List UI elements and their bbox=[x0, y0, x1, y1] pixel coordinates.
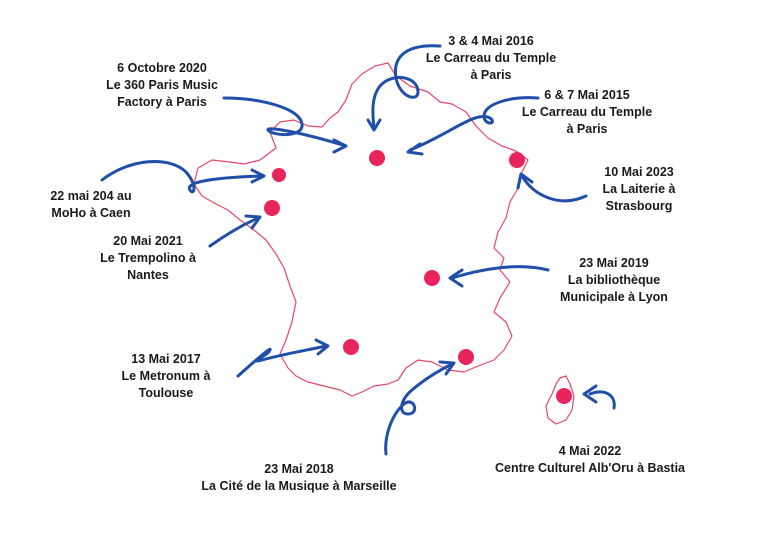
arrow-nantes bbox=[208, 216, 260, 248]
label-paris-2016: 3 & 4 Mai 2016 Le Carreau du Temple à Pa… bbox=[416, 33, 566, 84]
label-line: 20 Mai 2021 bbox=[113, 234, 183, 248]
label-line: 6 Octobre 2020 bbox=[117, 61, 207, 75]
arrowhead-strasbourg bbox=[516, 172, 534, 190]
arrowhead-paris-2016 bbox=[366, 118, 382, 132]
marker-caen[interactable] bbox=[272, 168, 286, 182]
label-line: Le Trempolino à bbox=[100, 251, 196, 265]
arrow-toulouse bbox=[236, 344, 328, 378]
arrowhead-nantes bbox=[244, 214, 262, 230]
label-line: Centre Culturel Alb'Oru à Bastia bbox=[494, 461, 686, 475]
label-caen: 22 mai 204 au MoHo à Caen bbox=[36, 188, 146, 222]
label-line: 3 & 4 Mai 2016 bbox=[448, 34, 534, 48]
label-line: Toulouse bbox=[138, 386, 194, 400]
marker-strasbourg[interactable] bbox=[509, 152, 525, 168]
arrowhead-bastia bbox=[582, 384, 598, 404]
label-line: Municipale à Lyon bbox=[560, 290, 668, 304]
marker-marseille[interactable] bbox=[458, 349, 474, 365]
marker-lyon[interactable] bbox=[424, 270, 440, 286]
marker-nantes[interactable] bbox=[264, 200, 280, 216]
label-line: La Laiterie à bbox=[602, 182, 676, 196]
label-line: Nantes bbox=[127, 268, 169, 282]
label-line: 23 Mai 2019 bbox=[579, 256, 649, 270]
arrowhead-marseille bbox=[438, 360, 456, 376]
label-nantes: 20 Mai 2021 Le Trempolino à Nantes bbox=[92, 233, 204, 284]
label-paris-2015: 6 & 7 Mai 2015 Le Carreau du Temple à Pa… bbox=[512, 87, 662, 138]
label-line: Le 360 Paris Music bbox=[106, 78, 218, 92]
arrow-caen bbox=[100, 160, 264, 194]
label-line: à Paris bbox=[470, 68, 512, 82]
arrowhead-paris-2020 bbox=[332, 138, 348, 154]
label-line: Le Carreau du Temple bbox=[425, 51, 557, 65]
label-paris-2020: 6 Octobre 2020 Le 360 Paris Music Factor… bbox=[100, 60, 224, 111]
label-line: La bibliothèque bbox=[567, 273, 661, 287]
arrow-strasbourg bbox=[520, 174, 588, 203]
marker-toulouse[interactable] bbox=[343, 339, 359, 355]
label-line: à Paris bbox=[566, 122, 608, 136]
label-line: Le Carreau du Temple bbox=[521, 105, 653, 119]
label-line: Strasbourg bbox=[605, 199, 673, 213]
label-toulouse: 13 Mai 2017 Le Metronum à Toulouse bbox=[110, 351, 222, 402]
label-line: 6 & 7 Mai 2015 bbox=[544, 88, 630, 102]
label-marseille: 23 Mai 2018 La Cité de la Musique à Mars… bbox=[186, 461, 412, 495]
arrow-marseille bbox=[384, 362, 454, 456]
label-lyon: 23 Mai 2019 La bibliothèque Municipale à… bbox=[552, 255, 676, 306]
label-line: 22 mai 204 au bbox=[50, 189, 132, 203]
arrowhead-caen bbox=[250, 168, 266, 184]
label-line: 13 Mai 2017 bbox=[131, 352, 201, 366]
label-line: 4 Mai 2022 bbox=[558, 444, 622, 458]
label-line: Le Metronum à bbox=[121, 369, 211, 383]
arrow-paris-2015 bbox=[408, 96, 540, 152]
arrow-bastia bbox=[588, 390, 616, 410]
arrowhead-toulouse bbox=[314, 338, 330, 356]
corsica-outline bbox=[545, 375, 575, 425]
arrow-paris-2016 bbox=[371, 44, 442, 130]
arrowhead-lyon bbox=[448, 268, 464, 288]
marker-paris[interactable] bbox=[369, 150, 385, 166]
label-line: Factory à Paris bbox=[117, 95, 207, 109]
label-line: 23 Mai 2018 bbox=[264, 462, 334, 476]
arrowhead-paris-2015 bbox=[406, 142, 424, 156]
label-line: La Cité de la Musique à Marseille bbox=[201, 479, 397, 493]
label-strasbourg: 10 Mai 2023 La Laiterie à Strasbourg bbox=[584, 164, 694, 215]
france-outline bbox=[193, 62, 529, 397]
label-bastia: 4 Mai 2022 Centre Culturel Alb'Oru à Bas… bbox=[474, 443, 706, 477]
arrow-lyon bbox=[450, 265, 550, 280]
arrow-paris-2020 bbox=[222, 96, 348, 148]
label-line: 10 Mai 2023 bbox=[604, 165, 674, 179]
marker-bastia[interactable] bbox=[556, 388, 572, 404]
label-line: MoHo à Caen bbox=[51, 206, 131, 220]
